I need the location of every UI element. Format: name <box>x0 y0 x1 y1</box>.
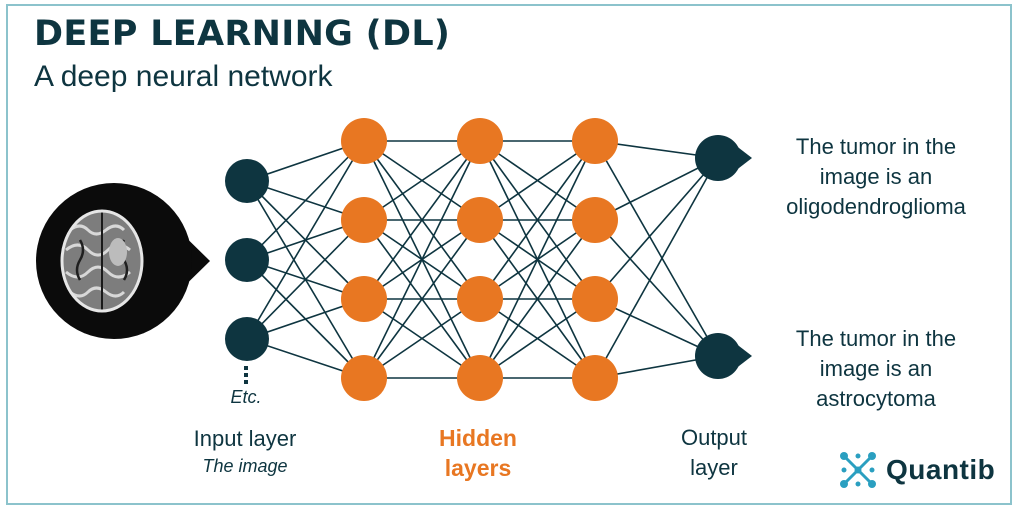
connection-hidden-1-4-to-hidden-2-1 <box>363 140 481 379</box>
input-node-1 <box>225 159 269 203</box>
connection-hidden-2-4-to-hidden-3-2 <box>479 219 596 379</box>
hidden-layers-line1: Hidden <box>439 425 517 451</box>
output-text-oligodendroglioma: The tumor in the image is an oligodendro… <box>766 132 986 222</box>
hidden-1-node-4 <box>341 355 387 401</box>
brand-name: Quantib <box>886 454 996 485</box>
quantib-logo-icon <box>840 452 876 488</box>
hidden-3-node-2 <box>572 197 618 243</box>
page-title: DEEP LEARNING (DL) <box>34 14 451 54</box>
hidden-1-node-1 <box>341 118 387 164</box>
more-nodes-indicator <box>244 366 248 384</box>
etc-label: Etc. <box>230 387 262 407</box>
output-layer-label: Output layer <box>654 423 774 483</box>
connection-hidden-3-4-to-output-1 <box>594 157 719 379</box>
network-connections <box>246 140 719 379</box>
hidden-2-node-4 <box>457 355 503 401</box>
hidden-2-node-1 <box>457 118 503 164</box>
hidden-3-node-4 <box>572 355 618 401</box>
output-layer-line1: Output <box>680 425 748 450</box>
hidden-layers-label: Hidden layers <box>408 423 548 483</box>
output-1-line3: oligodendroglioma <box>786 194 966 219</box>
output-1-line1: The tumor in the <box>795 134 957 159</box>
connection-hidden-1-4-to-hidden-2-3 <box>363 298 481 379</box>
output-text-astrocytoma: The tumor in the image is an astrocytoma <box>766 324 986 414</box>
output-node-1 <box>695 135 752 181</box>
input-node-2 <box>225 238 269 282</box>
connection-hidden-2-2-to-hidden-3-1 <box>479 140 596 221</box>
brain-mri-icon <box>36 183 210 339</box>
output-2-line1: The tumor in the <box>795 326 957 351</box>
connection-input-3-to-hidden-1-2 <box>246 219 365 340</box>
output-node-2 <box>695 333 752 379</box>
connection-hidden-2-4-to-hidden-3-1 <box>479 140 596 379</box>
connection-hidden-3-1-to-output-2 <box>594 140 719 357</box>
input-layer-label: Input layer The image <box>170 424 320 478</box>
hidden-layers-line2: layers <box>444 455 512 481</box>
page-subtitle: A deep neural network <box>34 60 333 93</box>
network-nodes <box>225 118 752 401</box>
input-layer-title: Input layer <box>193 426 297 451</box>
connection-hidden-1-4-to-hidden-2-2 <box>363 219 481 379</box>
brand-logo: Quantib <box>838 450 995 490</box>
hidden-1-node-3 <box>341 276 387 322</box>
output-layer-line2: layer <box>690 455 738 480</box>
output-1-line2: image is an <box>819 164 933 189</box>
hidden-2-node-3 <box>457 276 503 322</box>
output-2-line2: image is an <box>819 356 933 381</box>
connection-hidden-3-2-to-output-2 <box>594 219 719 357</box>
hidden-2-node-2 <box>457 197 503 243</box>
connection-hidden-1-3-to-hidden-2-1 <box>363 140 481 300</box>
connection-hidden-1-2-to-hidden-2-1 <box>363 140 481 221</box>
connection-input-2-to-hidden-1-1 <box>246 140 365 261</box>
hidden-3-node-1 <box>572 118 618 164</box>
input-layer-sublabel: The image <box>202 456 288 476</box>
connection-hidden-2-3-to-hidden-3-1 <box>479 140 596 300</box>
connection-input-3-to-hidden-1-1 <box>246 140 365 340</box>
hidden-1-node-2 <box>341 197 387 243</box>
connection-hidden-3-3-to-output-1 <box>594 157 719 300</box>
output-2-line3: astrocytoma <box>816 386 936 411</box>
connection-hidden-2-4-to-hidden-3-3 <box>479 298 596 379</box>
hidden-3-node-3 <box>572 276 618 322</box>
input-node-3 <box>225 317 269 361</box>
